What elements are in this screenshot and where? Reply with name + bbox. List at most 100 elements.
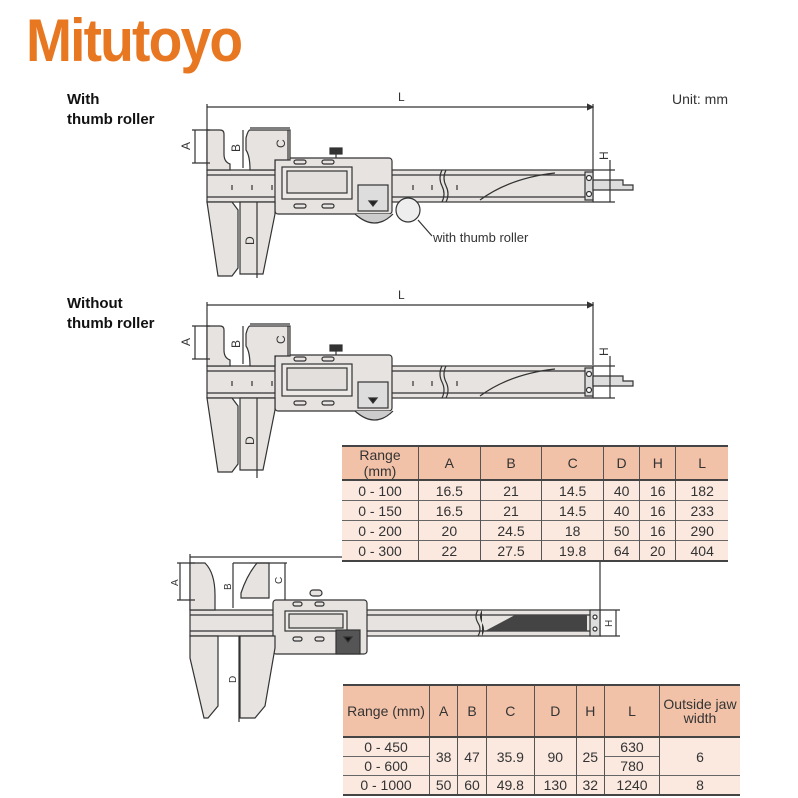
caliper-large-range — [177, 553, 620, 722]
cell: 50 — [603, 520, 640, 541]
svg-text:C: C — [274, 139, 288, 148]
cell: 20 — [418, 520, 481, 541]
cell: 47 — [457, 736, 487, 776]
table-header-row: Range (mm) A B C D H L — [342, 446, 728, 480]
svg-text:H: H — [597, 347, 611, 356]
with-thumb-roller-label: With thumb roller — [67, 90, 155, 130]
cell: 16 — [639, 520, 676, 541]
cell: 40 — [603, 500, 640, 521]
svg-text:C: C — [274, 577, 285, 584]
svg-text:H: H — [597, 151, 611, 160]
cell: 0 - 150 — [342, 500, 419, 521]
cell: 40 — [603, 479, 640, 501]
cell: 19.8 — [541, 540, 604, 561]
cell: 8 — [659, 775, 740, 795]
cell: 60 — [457, 775, 487, 795]
cell: 35.9 — [485, 736, 535, 776]
cell: 404 — [675, 540, 728, 561]
col-l: L — [675, 446, 728, 480]
svg-text:B: B — [223, 583, 234, 590]
cell: 38 — [428, 736, 458, 776]
svg-text:L: L — [398, 288, 405, 302]
svg-text:D: D — [243, 236, 257, 245]
cell: 233 — [675, 500, 728, 521]
svg-text:H: H — [604, 620, 615, 627]
cell: 182 — [675, 479, 728, 501]
cell: 27.5 — [479, 540, 542, 561]
cell: 32 — [575, 775, 605, 795]
col-d: D — [533, 685, 577, 737]
cell: 20 — [639, 540, 676, 561]
col-outside-jaw-width: Outside jaw width — [659, 685, 740, 737]
cell: 630 — [603, 736, 660, 757]
svg-text:A: A — [179, 142, 193, 150]
svg-text:C: C — [274, 335, 288, 344]
cell: 14.5 — [541, 479, 604, 501]
mitutoyo-logo: Mitutoyo — [26, 7, 243, 74]
dim-L-label: L — [398, 90, 405, 104]
caliper-with-thumb-roller — [192, 103, 634, 278]
svg-text:B: B — [229, 340, 243, 348]
col-h: H — [575, 685, 605, 737]
cell: 24.5 — [479, 520, 542, 541]
label-line1: Without — [67, 295, 123, 312]
cell: 0 - 200 — [342, 520, 419, 541]
without-thumb-roller-label: Without thumb roller — [67, 294, 155, 334]
cell: 0 - 100 — [342, 479, 419, 501]
cell: 21 — [479, 500, 542, 521]
col-a: A — [428, 685, 458, 737]
cell: 49.8 — [485, 775, 535, 795]
svg-text:A: A — [179, 338, 193, 346]
svg-text:D: D — [243, 436, 257, 445]
col-b: B — [457, 685, 487, 737]
caliper-without-thumb-roller — [192, 301, 634, 478]
col-h: H — [639, 446, 676, 480]
svg-text:A: A — [170, 579, 181, 586]
label-line1: With — [67, 91, 100, 108]
col-d: D — [603, 446, 640, 480]
cell: 21 — [479, 479, 542, 501]
svg-text:D: D — [228, 676, 239, 683]
cell: 0 - 450 — [343, 736, 430, 757]
cell: 16.5 — [418, 479, 481, 501]
col-c: C — [485, 685, 535, 737]
table-row: 0 - 600 780 — [343, 756, 740, 776]
col-b: B — [479, 446, 542, 480]
cell: 25 — [575, 736, 605, 776]
cell: 290 — [675, 520, 728, 541]
cell: 14.5 — [541, 500, 604, 521]
col-a: A — [418, 446, 481, 480]
cell: 130 — [533, 775, 577, 795]
cell: 0 - 1000 — [343, 775, 430, 795]
cell: 64 — [603, 540, 640, 561]
cell: 16.5 — [418, 500, 481, 521]
svg-text:B: B — [229, 144, 243, 152]
table-row: 0 - 450 38 47 35.9 90 25 630 6 — [343, 736, 740, 776]
cell: 0 - 300 — [342, 540, 419, 561]
cell: 90 — [533, 736, 577, 776]
cell: 1240 — [603, 775, 660, 795]
cell: 18 — [541, 520, 604, 541]
col-l: L — [603, 685, 660, 737]
cell: 780 — [603, 756, 660, 776]
cell: 0 - 600 — [343, 756, 430, 776]
cell: 50 — [428, 775, 458, 795]
cell: 16 — [639, 479, 676, 501]
table-header-row: Range (mm) A B C D H L Outside jaw width — [343, 685, 740, 737]
label-line2: thumb roller — [67, 111, 155, 128]
cell: 6 — [659, 736, 740, 776]
cell: 16 — [639, 500, 676, 521]
thumb-roller-callout: with thumb roller — [433, 230, 529, 245]
col-c: C — [541, 446, 604, 480]
col-range: Range (mm) — [343, 685, 430, 737]
label-line2: thumb roller — [67, 315, 155, 332]
table-row: 0 - 1000 50 60 49.8 130 32 1240 8 — [343, 775, 740, 795]
cell: 22 — [418, 540, 481, 561]
spec-table-large-range: Range (mm) A B C D H L Outside jaw width… — [343, 684, 740, 796]
